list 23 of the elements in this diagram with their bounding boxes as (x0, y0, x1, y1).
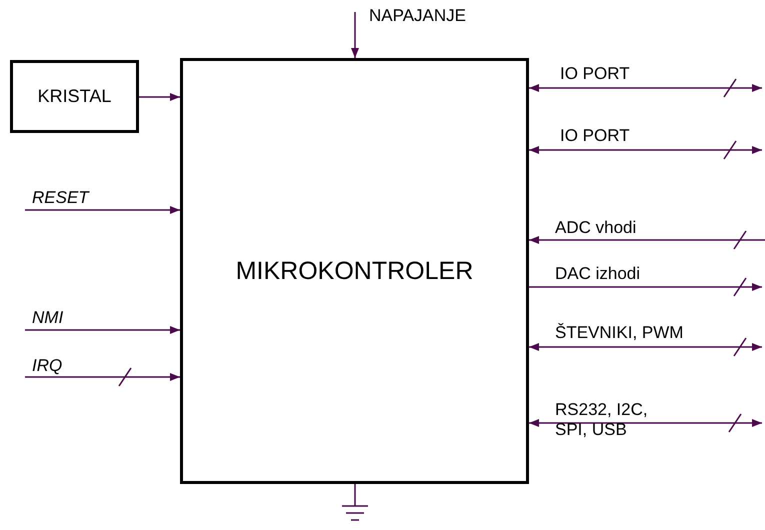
signal-arrow (25, 206, 180, 214)
signal-label: IO PORT (560, 64, 630, 84)
signal-arrow (25, 326, 180, 334)
signal-arrow (529, 146, 762, 154)
signal-arrow (139, 93, 180, 101)
microcontroller-box: MIKROKONTROLER (180, 58, 529, 484)
signal-arrow (529, 419, 762, 427)
signal-arrow (529, 343, 762, 351)
signal-label: ADC vhodi (555, 218, 636, 238)
signal-label: IRQ (32, 356, 62, 376)
signal-label: NAPAJANJE (369, 6, 466, 26)
signal-label: IO PORT (560, 126, 630, 146)
signal-arrow (529, 236, 765, 244)
signal-arrow (25, 373, 180, 381)
crystal-box: KRISTAL (10, 60, 139, 133)
signal-label: RS232, I2C, SPI, USB (555, 400, 649, 440)
signal-label: DAC izhodi (555, 264, 640, 284)
signal-arrow (529, 84, 762, 92)
signal-arrow (529, 283, 762, 291)
signal-label: NMI (32, 308, 64, 328)
signal-label: ŠTEVNIKI, PWM (555, 323, 684, 343)
signal-arrow (351, 12, 359, 58)
signal-label: RESET (32, 188, 89, 208)
